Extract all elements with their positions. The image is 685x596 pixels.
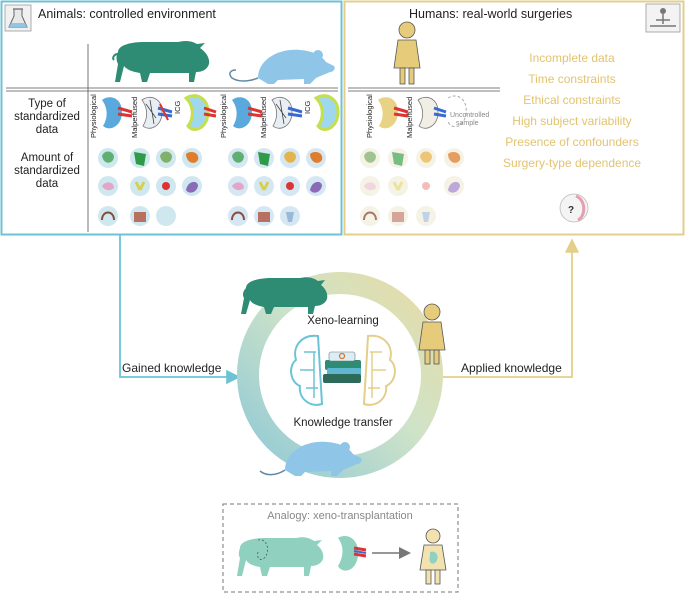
animals-panel: Animals: controlled environment Type of …	[0, 0, 343, 236]
analogy-human-icon	[419, 528, 447, 585]
type-label-line3: data	[36, 124, 59, 136]
organ-row-2	[360, 176, 464, 196]
organ-row-3	[98, 206, 176, 226]
pig-col-physiological: Physiological	[89, 94, 98, 138]
ring-rat-icon	[259, 441, 362, 476]
organ-row-1	[98, 148, 202, 168]
pig-icon	[112, 40, 210, 82]
animals-panel-title: Animals: controlled environment	[38, 7, 216, 21]
type-label-line1: Type of	[28, 98, 67, 110]
humans-panel-title: Humans: real-world surgeries	[409, 7, 572, 21]
type-label-line2: standardized	[14, 111, 80, 123]
analogy-pig-icon	[237, 537, 324, 576]
rat-kidney-icg	[313, 94, 340, 131]
applied-knowledge-label: Applied knowledge	[461, 361, 562, 375]
ring-human-icon	[418, 303, 446, 365]
analogy-kidney-icon	[338, 536, 367, 571]
knowledge-books-icon	[323, 351, 361, 383]
rat-kidney-malperfused	[271, 96, 303, 129]
surgery-icon	[645, 3, 681, 33]
constraints-list: Incomplete data Time constraints Ethical…	[503, 51, 641, 170]
uncontrolled-kidney-outline	[447, 95, 467, 128]
ring-pig-icon	[241, 277, 328, 314]
gained-knowledge-arrow	[119, 235, 241, 385]
question-organ-icon: ?	[559, 193, 589, 223]
amount-label-line1: Amount of	[21, 152, 74, 164]
human-kidney-malperfused	[417, 96, 447, 129]
organ-row-3	[228, 206, 300, 226]
analogy-panel: Analogy: xeno-transplantation	[222, 503, 459, 593]
pig-kidney-physiological	[102, 97, 133, 129]
amount-label-line3: data	[36, 178, 59, 190]
pig-organ-grid	[98, 148, 202, 226]
analogy-title: Analogy: xeno-transplantation	[267, 510, 413, 522]
rat-col-icg: ICG	[303, 101, 312, 115]
xeno-learning-cycle: Xeno-learning Knowledge transfer	[237, 272, 446, 478]
uncontrolled-label-line1: Uncontrolled	[450, 112, 489, 119]
constraint-item: Time constraints	[528, 72, 616, 86]
humans-panel: Humans: real-world surgeries Physiologic…	[343, 0, 685, 236]
brain-icon	[290, 334, 396, 406]
gained-knowledge-label: Gained knowledge	[122, 361, 222, 375]
pig-kidney-icg	[183, 94, 217, 131]
organ-row-2	[98, 176, 202, 196]
constraint-item: Surgery-type dependence	[503, 156, 641, 170]
organ-row-1	[360, 148, 464, 168]
uncontrolled-label-line2: sample	[456, 120, 479, 127]
constraint-item: Presence of confounders	[505, 135, 638, 149]
human-organ-grid	[360, 148, 464, 226]
humans-panel-border	[343, 0, 685, 236]
human-col-malperfused: Malperfused	[405, 97, 414, 138]
analogy-border	[222, 503, 459, 593]
cycle-title: Xeno-learning	[307, 315, 379, 327]
human-kidney-physiological	[378, 97, 409, 129]
organ-row-1	[228, 148, 326, 168]
flask-icon	[4, 4, 32, 32]
rat-col-physiological: Physiological	[219, 94, 228, 138]
organ-row-2	[228, 176, 326, 196]
question-mark: ?	[568, 205, 574, 216]
human-col-physiological: Physiological	[365, 94, 374, 138]
organ-row-3	[360, 206, 436, 226]
applied-knowledge-arrow	[440, 238, 580, 378]
pig-col-malperfused: Malperfused	[130, 97, 139, 138]
rat-kidney-physiological	[232, 97, 263, 129]
constraint-item: Ethical constraints	[523, 93, 620, 107]
rat-icon	[229, 49, 335, 84]
rat-organ-grid	[228, 148, 326, 226]
constraint-item: High subject variability	[512, 114, 631, 128]
cycle-subtitle: Knowledge transfer	[293, 417, 392, 429]
rat-col-malperfused: Malperfused	[259, 97, 268, 138]
animals-panel-border	[0, 0, 343, 236]
constraint-item: Incomplete data	[529, 51, 615, 65]
pig-col-icg: ICG	[173, 101, 182, 115]
pig-kidney-malperfused	[141, 96, 173, 129]
human-icon	[393, 21, 421, 85]
amount-label-line2: standardized	[14, 165, 80, 177]
